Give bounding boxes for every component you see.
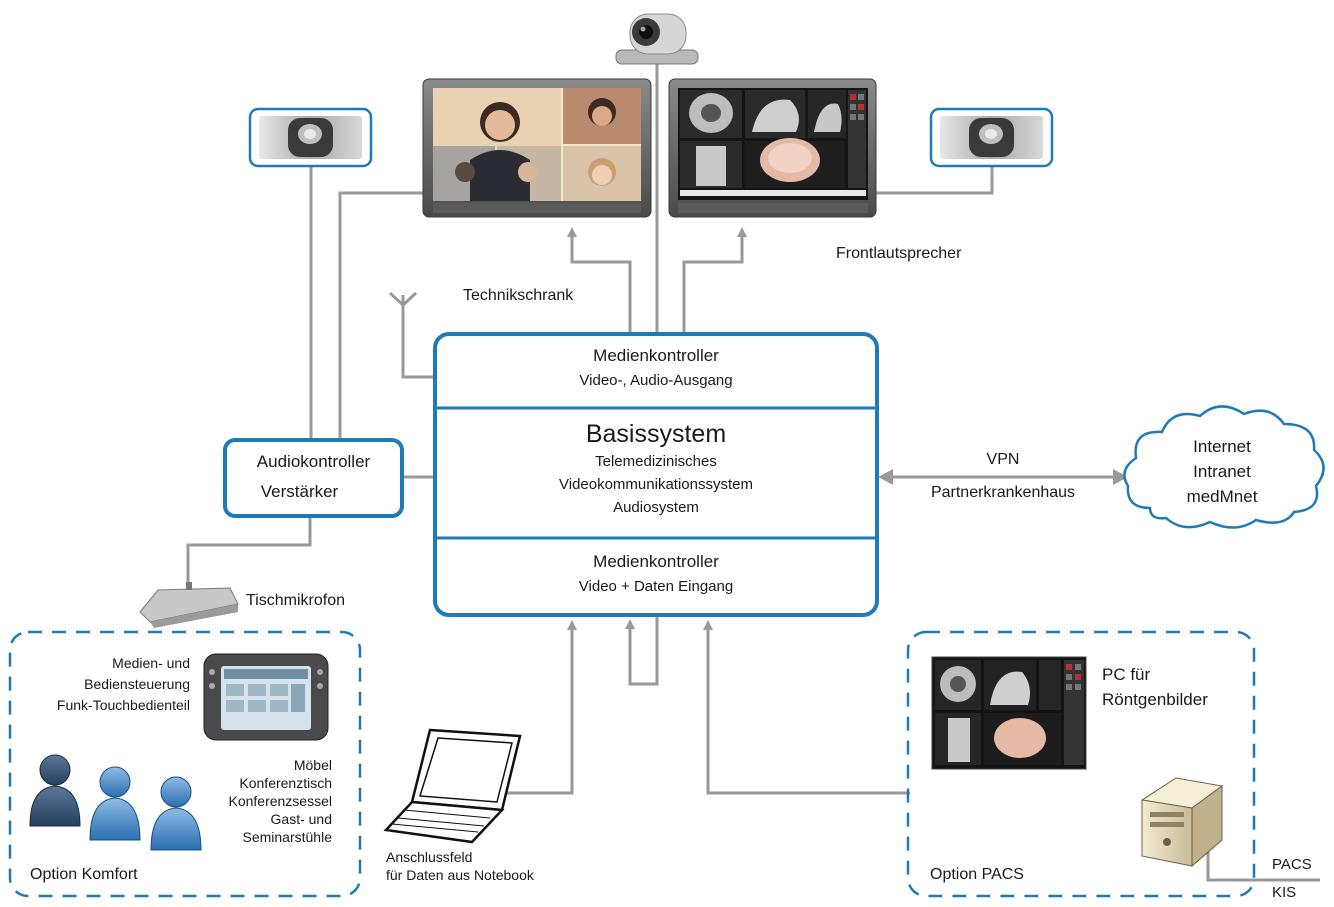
audio-controller-line1: Audiokontroller: [256, 452, 371, 471]
control-label-2: Bediensteuerung: [84, 676, 190, 692]
pc-label-1: PC für: [1102, 665, 1151, 684]
audio-controller-box: [223, 438, 404, 518]
right-speaker-line: [875, 166, 994, 195]
frontlautsprecher-label: Frontlautsprecher: [836, 245, 962, 262]
basissystem-title: Basissystem: [585, 420, 727, 448]
vpn-label: VPN: [986, 451, 1020, 468]
server-icon: [1140, 777, 1224, 868]
kis-label: KIS: [1272, 884, 1297, 901]
server-line-kis: [1206, 850, 1320, 882]
basissystem-line1: Telemedizinisches: [595, 453, 717, 470]
furniture-label-2: Konferenztisch: [239, 775, 332, 791]
antenna-arm-left: [388, 291, 405, 307]
partnerkrankenhaus-label: Partnerkrankenhaus: [930, 484, 1076, 501]
people-icon: [29, 754, 202, 851]
left-display-icon: [422, 78, 652, 218]
pacs-screen-icon: [931, 656, 1087, 770]
cloud-line3: medMnet: [1186, 487, 1258, 506]
loop-line: [628, 612, 659, 686]
basissystem-line3: Audiosystem: [613, 499, 699, 516]
camera-icon: [615, 13, 699, 65]
control-label-1: Medien- und: [112, 655, 190, 671]
pacs-label: PACS: [1272, 856, 1312, 873]
top-controller-subtitle: Video-, Audio-Ausgang: [579, 372, 733, 389]
option-komfort-frame: [8, 630, 362, 898]
cloud-line2: Intranet: [1193, 462, 1251, 481]
furniture-label-1: Möbel: [293, 757, 332, 773]
bottom-controller-subtitle: Video + Daten Eingang: [578, 578, 734, 595]
anschlussfeld-label-2: für Daten aus Notebook: [386, 867, 534, 883]
pc-label-2: Röntgenbilder: [1102, 690, 1208, 709]
person-icon-dark: [29, 754, 81, 827]
person-icon-right: [150, 776, 202, 851]
right-speaker-icon: [929, 107, 1054, 168]
touch-panel-icon: [203, 653, 329, 741]
top-controller-title: Medienkontroller: [593, 346, 719, 365]
basissystem-line2: Videokommunikationssystem: [559, 476, 753, 493]
left-speaker-icon: [248, 107, 373, 168]
person-icon-center: [89, 766, 141, 841]
antenna-line: [401, 295, 435, 379]
display-audio-line: [338, 191, 423, 440]
antenna-arm-right: [401, 291, 418, 307]
tischmikrofon-label: Tischmikrofon: [246, 592, 345, 609]
connection-lines: [186, 62, 1320, 882]
vpn-arrow-left: [878, 469, 893, 485]
cloud-line1: Internet: [1193, 437, 1251, 456]
option-pacs-frame: [906, 630, 1256, 898]
audio-controller-line2: Verstärker: [260, 482, 339, 501]
arrow-to-right-display: [682, 227, 747, 334]
notebook-icon: [383, 728, 522, 844]
cloud-icon: [1123, 405, 1325, 529]
furniture-label-5: Seminarstühle: [242, 829, 333, 845]
anschlussfeld-label-1: Anschlussfeld: [386, 849, 473, 865]
arrow-to-left-display: [567, 227, 632, 334]
microphone-line: [186, 516, 312, 590]
table-microphone-icon: [139, 582, 239, 628]
bottom-controller-title: Medienkontroller: [593, 552, 719, 571]
notebook-arrow: [493, 620, 577, 795]
central-system-box: [433, 332, 879, 617]
pacs-arrow: [703, 620, 910, 795]
furniture-label-4: Gast- und: [270, 811, 332, 827]
option-komfort-title: Option Komfort: [30, 866, 138, 883]
furniture-label-3: Konferenzsessel: [228, 793, 332, 809]
right-display-icon: [668, 78, 877, 218]
option-pacs-title: Option PACS: [930, 866, 1024, 883]
control-label-3: Funk-Touchbedienteil: [56, 697, 190, 713]
technikschrank-label: Technikschrank: [463, 287, 574, 304]
vpn-arrow-right: [1113, 469, 1128, 485]
